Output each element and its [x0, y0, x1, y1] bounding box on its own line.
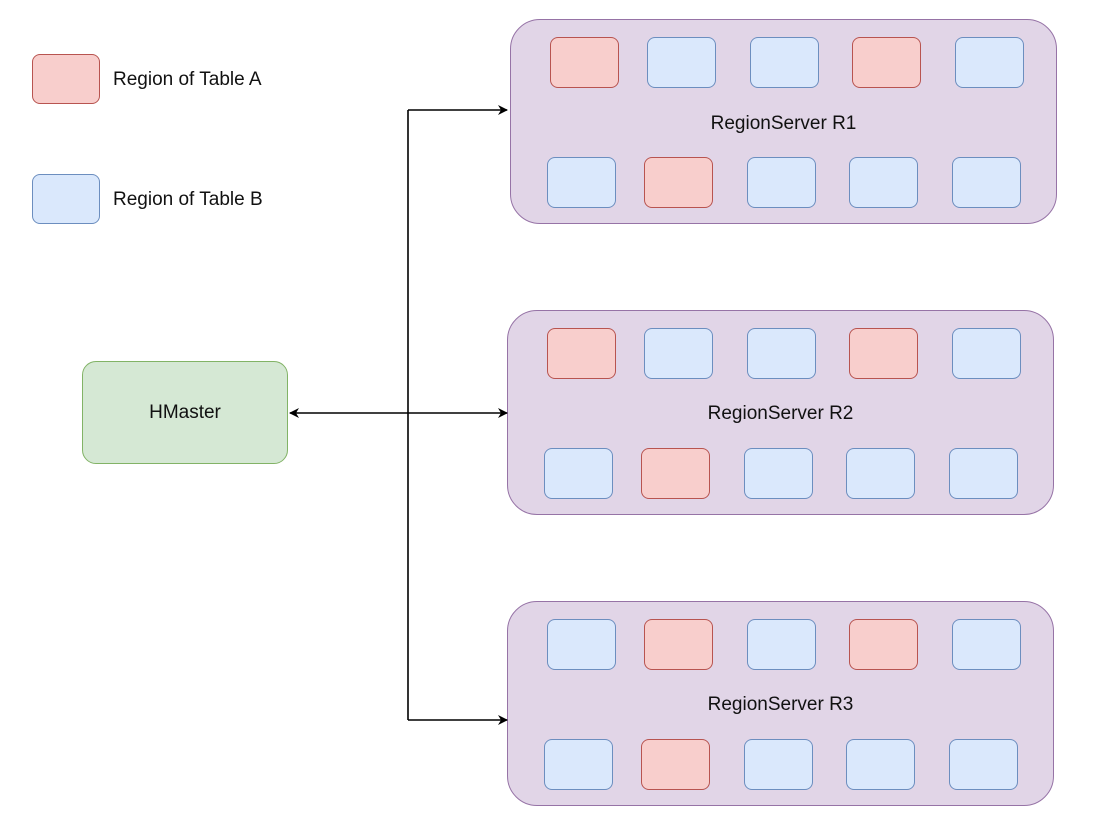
- legend-label-table-a: Region of Table A: [113, 69, 262, 90]
- region-table-b: [544, 739, 613, 790]
- region-table-b: [644, 328, 713, 379]
- region-table-a: [644, 619, 713, 670]
- region-server-label: RegionServer R1: [710, 113, 857, 134]
- legend-label-table-b: Region of Table B: [113, 189, 263, 210]
- region-table-b: [949, 739, 1018, 790]
- region-table-a: [852, 37, 921, 88]
- region-table-a: [641, 739, 710, 790]
- region-server-label: RegionServer R3: [707, 694, 854, 715]
- region-table-b: [647, 37, 716, 88]
- hmaster-label: HMaster: [149, 401, 221, 423]
- region-table-a: [550, 37, 619, 88]
- region-server-r2: RegionServer R2: [507, 310, 1054, 515]
- region-table-b: [849, 157, 918, 208]
- region-table-b: [747, 619, 816, 670]
- region-server-r1: RegionServer R1: [510, 19, 1057, 224]
- legend-swatch-table-a: [32, 54, 100, 104]
- region-table-b: [744, 739, 813, 790]
- region-table-b: [744, 448, 813, 499]
- region-table-a: [849, 328, 918, 379]
- legend-swatch-table-b: [32, 174, 100, 224]
- region-table-b: [544, 448, 613, 499]
- region-server-r3: RegionServer R3: [507, 601, 1054, 806]
- region-table-b: [846, 448, 915, 499]
- region-table-a: [644, 157, 713, 208]
- hmaster-node: HMaster: [82, 361, 288, 464]
- region-table-a: [547, 328, 616, 379]
- region-table-b: [846, 739, 915, 790]
- region-table-b: [747, 157, 816, 208]
- region-table-b: [747, 328, 816, 379]
- region-table-a: [849, 619, 918, 670]
- region-table-b: [952, 619, 1021, 670]
- region-table-b: [949, 448, 1018, 499]
- region-server-label: RegionServer R2: [707, 403, 854, 424]
- region-table-b: [955, 37, 1024, 88]
- region-table-b: [750, 37, 819, 88]
- region-table-b: [952, 328, 1021, 379]
- region-table-b: [547, 619, 616, 670]
- region-table-b: [547, 157, 616, 208]
- region-table-b: [952, 157, 1021, 208]
- region-table-a: [641, 448, 710, 499]
